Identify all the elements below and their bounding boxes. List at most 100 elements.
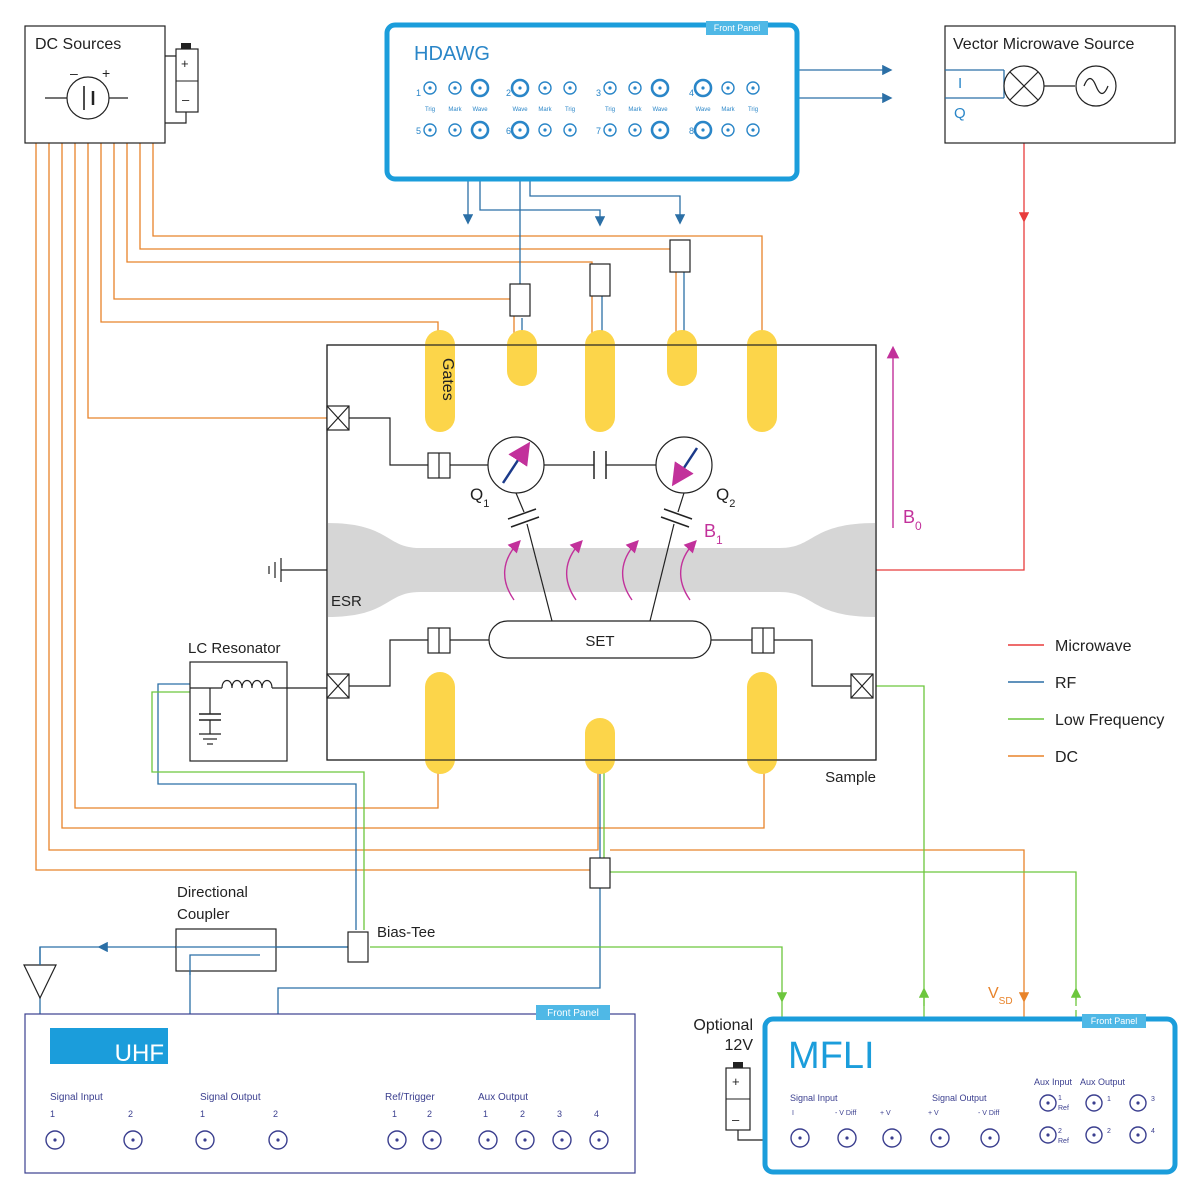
uhf-group-label: Signal Output — [200, 1092, 261, 1103]
hdawg-channel-number: 6 — [506, 126, 511, 136]
gates-label: Gates — [439, 358, 456, 401]
mfli-port-label: - V Diff — [978, 1110, 999, 1117]
uhf-title: UHF — [115, 1040, 164, 1067]
dc-sources: DC Sources – + + – — [24, 25, 199, 144]
hdawg-port-connector[interactable] — [650, 120, 670, 140]
uhf-group-label: Ref/Trigger — [385, 1092, 435, 1103]
qubit-2-icon — [655, 436, 713, 494]
hdawg-port-label: Mark — [628, 107, 642, 113]
hdawg-port-connector[interactable] — [746, 81, 760, 95]
hdawg-port-connector[interactable] — [423, 81, 437, 95]
uhf-port-connector[interactable] — [589, 1130, 609, 1150]
hdawg-port-connector[interactable] — [721, 123, 735, 137]
mfli-port-connector[interactable] — [930, 1128, 950, 1148]
hdawg-port-connector[interactable] — [693, 78, 713, 98]
q1-label: Q1 — [470, 485, 489, 510]
hdawg-port-connector[interactable] — [563, 81, 577, 95]
dc-plus-sign: + — [102, 65, 110, 81]
mfli-port-label: 4 — [1151, 1128, 1155, 1135]
uhf-port-number: 2 — [273, 1109, 278, 1119]
vector-source-title: Vector Microwave Source — [953, 36, 1135, 53]
coupler-title-2: Coupler — [177, 906, 230, 923]
uhf-port-connector[interactable] — [552, 1130, 572, 1150]
uhf-port-connector[interactable] — [422, 1130, 442, 1150]
hdawg-port-connector[interactable] — [448, 81, 462, 95]
uhf-port-connector[interactable] — [515, 1130, 535, 1150]
mfli-aux-out-connector[interactable] — [1129, 1126, 1147, 1144]
mfli-port-label: - V Diff — [835, 1110, 856, 1117]
hdawg-port-connector[interactable] — [693, 120, 713, 140]
dc-battery-plus: + — [181, 56, 189, 71]
hdawg-channel-number: 8 — [689, 126, 694, 136]
hdawg-port-label: Mark — [721, 107, 735, 113]
hdawg-port-connector[interactable] — [563, 123, 577, 137]
mfli-port-label: Ref — [1058, 1105, 1069, 1112]
hdawg-channel-number: 7 — [596, 126, 601, 136]
hdawg-front-panel-tag: Front Panel — [714, 23, 761, 33]
mfli-port-label: 1 — [1058, 1095, 1062, 1102]
b0-label: B0 — [903, 507, 922, 533]
dc-sources-title: DC Sources — [35, 36, 121, 53]
uhf-port-connector[interactable] — [195, 1130, 215, 1150]
mfli-group-label: Aux Input — [1034, 1077, 1073, 1087]
hdawg-port-connector[interactable] — [538, 123, 552, 137]
uhf-front-panel-tag: Front Panel — [547, 1008, 599, 1019]
hdawg-port-connector[interactable] — [628, 81, 642, 95]
coupler-title-1: Directional — [177, 884, 248, 901]
q2-label: Q2 — [716, 485, 735, 510]
hdawg-port-connector[interactable] — [538, 81, 552, 95]
uhf-port-connector[interactable] — [268, 1130, 288, 1150]
legend-label: Low Frequency — [1055, 712, 1164, 729]
mfli-aux-out-connector[interactable] — [1085, 1126, 1103, 1144]
mfli-aux-out-connector[interactable] — [1085, 1094, 1103, 1112]
uhf-port-connector[interactable] — [387, 1130, 407, 1150]
esr-label: ESR — [331, 593, 362, 610]
hdawg-port-connector[interactable] — [603, 123, 617, 137]
mfli-port-connector[interactable] — [790, 1128, 810, 1148]
mfli-port-connector[interactable] — [980, 1128, 1000, 1148]
inductor-icon — [221, 679, 273, 689]
lc-resonator: LC Resonator — [188, 640, 327, 762]
ground-icon — [268, 558, 327, 582]
sample: ESR Gates Q1 Q2 — [268, 330, 922, 786]
uhf-group-label: Aux Output — [478, 1092, 528, 1103]
uhf-port-connector[interactable] — [123, 1130, 143, 1150]
hdawg-port-connector[interactable] — [470, 78, 490, 98]
mfli-port-label: 2 — [1107, 1128, 1111, 1135]
gate-top-3 — [585, 330, 615, 432]
uhf-port-number: 1 — [392, 1109, 397, 1119]
vector-source-i-label: I — [958, 75, 962, 92]
uhf-port-connector[interactable] — [45, 1130, 65, 1150]
b1-field-arrows — [503, 539, 697, 601]
hdawg-port-connector[interactable] — [746, 123, 760, 137]
hdawg-port-connector[interactable] — [423, 123, 437, 137]
mfli-port-label: 1 — [1107, 1096, 1111, 1103]
esr-stripline — [327, 523, 876, 617]
hdawg-port-connector[interactable] — [448, 123, 462, 137]
hdawg-port-connector[interactable] — [721, 81, 735, 95]
hdawg-port-connector[interactable] — [603, 81, 617, 95]
hdawg-port-label: Wave — [512, 107, 528, 113]
hdawg-port-connector[interactable] — [650, 78, 670, 98]
hdawg-port-label: Trig — [748, 107, 758, 113]
mfli-port-connector[interactable] — [882, 1128, 902, 1148]
microwave-wires — [876, 106, 1030, 571]
mfli-aux-out-connector[interactable] — [1129, 1094, 1147, 1112]
mfli-aux-in-connector[interactable] — [1039, 1094, 1057, 1112]
mfli-aux-in-connector[interactable] — [1039, 1126, 1057, 1144]
uhf-port-number: 1 — [200, 1109, 205, 1119]
mfli-front-panel-tag: Front Panel — [1091, 1016, 1138, 1026]
gate-bottom-2 — [585, 718, 615, 774]
mfli-port-connector[interactable] — [837, 1128, 857, 1148]
hdawg-port-connector[interactable] — [510, 120, 530, 140]
uhf-port-connector[interactable] — [478, 1130, 498, 1150]
mfli-battery-plus: + — [732, 1074, 740, 1089]
hdawg-port-connector[interactable] — [470, 120, 490, 140]
sample-label: Sample — [825, 769, 876, 786]
uhf-port-number: 2 — [128, 1109, 133, 1119]
hdawg-port-connector[interactable] — [628, 123, 642, 137]
hdawg-port-connector[interactable] — [510, 78, 530, 98]
gate-top-1 — [425, 330, 455, 432]
